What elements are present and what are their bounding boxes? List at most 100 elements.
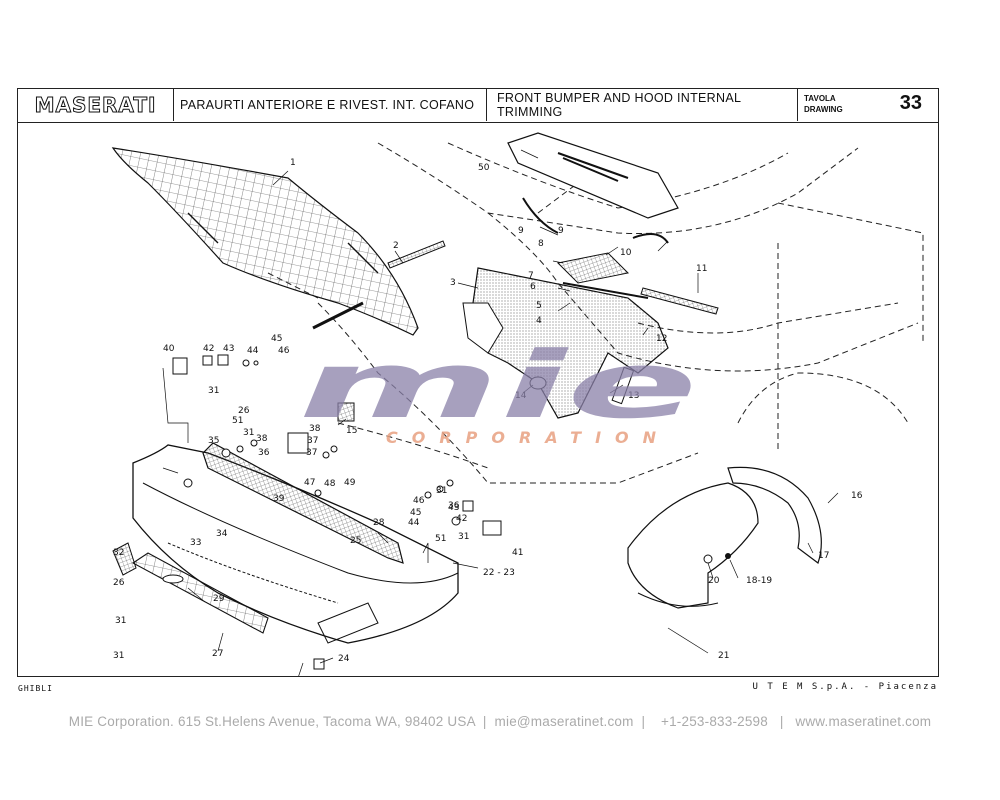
title-english: FRONT BUMPER AND HOOD INTERNAL TRIMMING bbox=[487, 89, 798, 121]
callout-28: 28 bbox=[373, 518, 385, 528]
callout-2: 2 bbox=[393, 241, 399, 251]
callout-10: 10 bbox=[620, 248, 632, 258]
stop-block bbox=[337, 402, 355, 422]
callout-31: 31 bbox=[208, 386, 219, 396]
contact-bar: MIE Corporation. 615 St.Helens Avenue, T… bbox=[0, 714, 1000, 729]
callout-27: 27 bbox=[212, 649, 223, 659]
callout-24: 24 bbox=[338, 654, 350, 664]
wheel-arch-liner-rear bbox=[727, 466, 822, 564]
callout-6: 6 bbox=[530, 282, 536, 292]
fastener-21 bbox=[703, 554, 713, 564]
model-name: GHIBLI bbox=[18, 684, 53, 693]
side-reflector bbox=[112, 542, 137, 576]
callout-31: 31 bbox=[243, 428, 254, 438]
callout-45: 45 bbox=[271, 334, 282, 344]
left-mounting-hardware bbox=[172, 354, 338, 497]
bumper-pad bbox=[529, 376, 547, 390]
callout-51: 51 bbox=[232, 416, 243, 426]
callout-36: 36 bbox=[448, 501, 460, 511]
callout-42: 42 bbox=[203, 344, 214, 354]
tavola-text: TAVOLA bbox=[804, 94, 836, 103]
bumper-beam bbox=[202, 442, 404, 564]
callout-20: 20 bbox=[708, 576, 720, 586]
callout-31: 31 bbox=[113, 651, 124, 661]
callout-9: 9 bbox=[558, 226, 564, 236]
callout-17: 17 bbox=[818, 551, 829, 561]
contact-email[interactable]: mie@maseratinet.com bbox=[494, 714, 634, 729]
callout-12: 12 bbox=[656, 334, 667, 344]
callout-38: 38 bbox=[309, 424, 321, 434]
callout-7: 7 bbox=[528, 271, 534, 281]
drawing-sheet: MASERATI PARAURTI ANTERIORE E RIVEST. IN… bbox=[17, 88, 939, 677]
callout-37: 37 bbox=[307, 436, 318, 446]
contact-address: MIE Corporation. 615 St.Helens Avenue, T… bbox=[68, 714, 476, 729]
hood-insulation-panel bbox=[111, 147, 419, 336]
callout-4: 4 bbox=[536, 316, 542, 326]
callout-1: 1 bbox=[290, 158, 296, 168]
callout-46: 46 bbox=[278, 346, 290, 356]
right-mounting-hardware bbox=[313, 479, 502, 670]
wheel-arch-liner-front bbox=[627, 482, 759, 609]
callout-25: 25 bbox=[350, 536, 361, 546]
latch-plate bbox=[556, 252, 630, 284]
hood-latch-cover bbox=[507, 132, 679, 219]
callout-31: 31 bbox=[458, 532, 469, 542]
callout-13: 13 bbox=[628, 391, 639, 401]
tavola-label: TAVOLA DRAWING bbox=[804, 93, 843, 115]
callout-39: 39 bbox=[273, 494, 285, 504]
callout-8: 8 bbox=[538, 239, 544, 249]
title-block: MASERATI PARAURTI ANTERIORE E RIVEST. IN… bbox=[18, 89, 938, 123]
callout-16: 16 bbox=[851, 491, 863, 501]
front-bumper bbox=[132, 444, 459, 644]
screw-20 bbox=[725, 553, 731, 559]
rod-14 bbox=[632, 233, 669, 244]
rod-11 bbox=[640, 287, 719, 315]
callout-43: 43 bbox=[223, 344, 234, 354]
title-italian: PARAURTI ANTERIORE E RIVEST. INT. COFANO bbox=[174, 89, 487, 121]
callout-41: 41 bbox=[512, 548, 523, 558]
callout-47: 47 bbox=[304, 478, 315, 488]
callout-49: 49 bbox=[344, 478, 356, 488]
drawing-number-cell: TAVOLA DRAWING 33 bbox=[798, 89, 938, 121]
contact-website[interactable]: www.maseratinet.com bbox=[795, 714, 932, 729]
callout-50: 50 bbox=[478, 163, 490, 173]
callout-44: 44 bbox=[408, 518, 420, 528]
callout-31: 31 bbox=[436, 486, 447, 496]
lower-grille bbox=[131, 552, 269, 634]
callout-38: 38 bbox=[256, 434, 268, 444]
maserati-logo: MASERATI bbox=[18, 89, 174, 121]
callout-37: 37 bbox=[306, 448, 317, 458]
callout-35: 35 bbox=[208, 436, 219, 446]
callout-5: 5 bbox=[536, 301, 542, 311]
callout-42: 42 bbox=[456, 514, 467, 524]
callout-32: 32 bbox=[113, 548, 124, 558]
callout-48: 48 bbox=[324, 479, 336, 489]
logo-text: MASERATI bbox=[34, 93, 157, 118]
callout-44: 44 bbox=[247, 346, 259, 356]
callout-18-19: 18-19 bbox=[746, 576, 772, 586]
contact-sep-3: | bbox=[767, 714, 796, 729]
company-name: U T E M S.p.A. - Piacenza bbox=[752, 682, 938, 692]
callout-21: 21 bbox=[718, 651, 729, 661]
callout-22-23: 22 - 23 bbox=[483, 568, 515, 578]
callout-45: 45 bbox=[410, 508, 421, 518]
car-body-outline bbox=[267, 142, 924, 484]
callout-26: 26 bbox=[113, 578, 125, 588]
callout-46: 46 bbox=[413, 496, 425, 506]
contact-sep-1: | bbox=[475, 714, 495, 729]
callout-34: 34 bbox=[216, 529, 228, 539]
contact-sep-2: | bbox=[633, 714, 662, 729]
callout-40: 40 bbox=[163, 344, 175, 354]
drawing-number: 33 bbox=[899, 92, 922, 114]
drawing-text: DRAWING bbox=[804, 105, 843, 114]
callout-3: 3 bbox=[450, 278, 456, 288]
callout-14: 14 bbox=[515, 391, 527, 401]
callout-33: 33 bbox=[190, 538, 201, 548]
callout-36: 36 bbox=[258, 448, 270, 458]
callout-9: 9 bbox=[518, 226, 524, 236]
contact-phone[interactable]: +1-253-833-2598 bbox=[661, 714, 768, 729]
fog-light bbox=[162, 574, 184, 584]
rod-10 bbox=[562, 282, 649, 299]
